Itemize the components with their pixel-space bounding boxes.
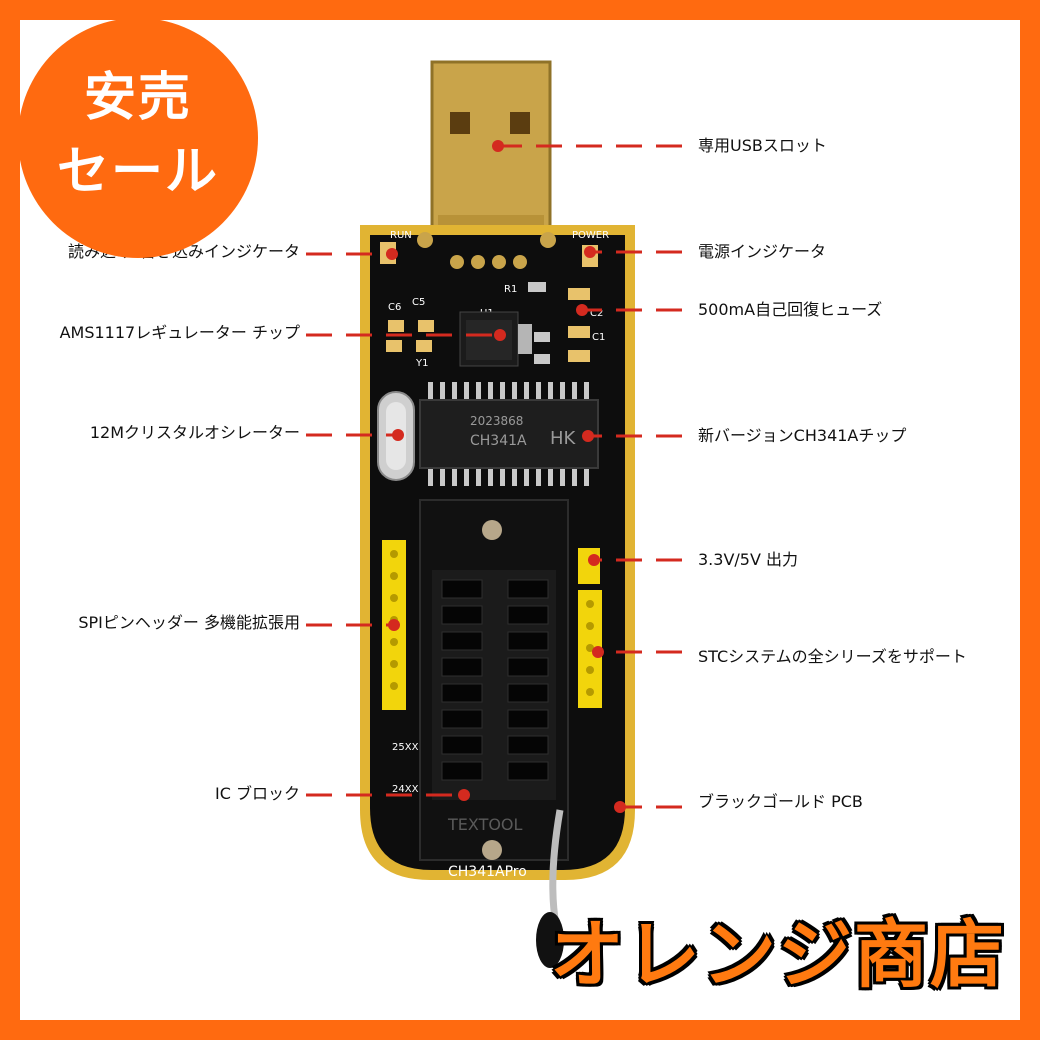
smd-components: [386, 282, 590, 364]
product-image-canvas: RUN POWER C6 C5 R1 U1 C2 C1 Y1: [20, 20, 1020, 1020]
c1-label: C1: [592, 332, 605, 343]
chip-model-text: CH341A: [470, 433, 527, 449]
callout-stc-support: STCシステムの全シリーズをサポート: [698, 647, 967, 666]
chip-logo-text: HK: [550, 428, 577, 449]
series-24-label: 24XX: [392, 784, 419, 795]
zif-lever: [536, 809, 564, 968]
callout-power-indicator: 電源インジケータ: [698, 242, 827, 261]
voltage-jumper: [578, 548, 600, 584]
c5-label: C5: [412, 297, 425, 308]
zif-socket: TEXTOOL: [419, 499, 569, 861]
callout-fuse: 500mA自己回復ヒューズ: [698, 300, 883, 319]
callout-ch341a-chip: 新バージョンCH341Aチップ: [698, 426, 907, 445]
callout-regulator: AMS1117レギュレーター チップ: [59, 323, 300, 342]
callout-ic-block: IC ブロック: [215, 784, 300, 803]
leader-endpoints: [386, 140, 626, 813]
sale-badge: 安売 セール: [20, 20, 258, 258]
leader-lines: [306, 144, 682, 809]
power-label: POWER: [572, 230, 609, 241]
series-25-label: 25XX: [392, 742, 419, 753]
chip-code-text: 2023868: [470, 414, 523, 428]
socket-brand-text: TEXTOOL: [447, 815, 523, 834]
regulator-chip: [459, 311, 532, 367]
callout-spi-header: SPIピンヘッダー 多機能拡張用: [78, 613, 300, 632]
c2-label: C2: [590, 308, 603, 319]
c6-label: C6: [388, 302, 401, 313]
ch341a-board-photo: RUN POWER C6 C5 R1 U1 C2 C1 Y1: [306, 60, 682, 968]
callout-black-gold-pcb: ブラックゴールド PCB: [698, 792, 863, 811]
board-model-text: CH341APro: [448, 864, 527, 880]
callout-voltage-output: 3.3V/5V 出力: [698, 550, 798, 569]
shop-name-logo: オレンジ商店: [550, 912, 1006, 998]
callout-usb-slot: 専用USBスロット: [698, 136, 827, 155]
badge-line-1: 安売: [83, 68, 192, 128]
run-label: RUN: [390, 230, 412, 241]
r1-label: R1: [504, 284, 517, 295]
callout-crystal: 12Mクリスタルオシレーター: [89, 423, 300, 442]
badge-line-2: セール: [56, 142, 219, 202]
usb-pads: [417, 232, 556, 269]
ch341a-chip: CH341A 2023868 HK: [419, 382, 599, 486]
y1-label: Y1: [415, 358, 428, 369]
